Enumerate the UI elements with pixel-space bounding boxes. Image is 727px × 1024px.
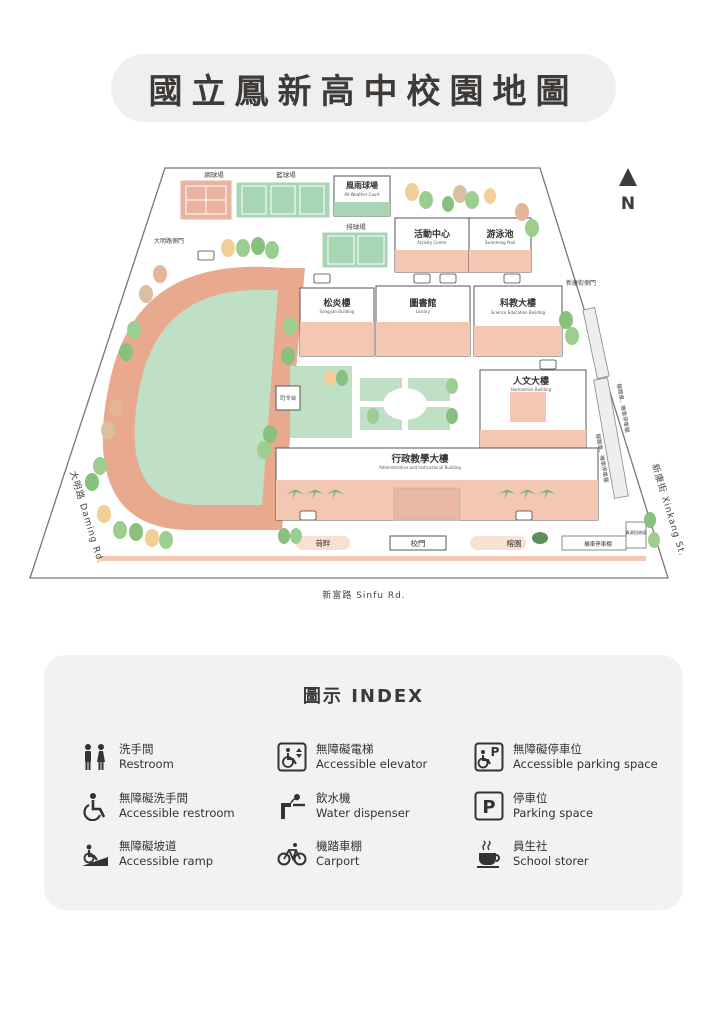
activity-center[interactable]: 活動中心 Activity Center <box>394 217 470 273</box>
tree-icons <box>85 183 660 549</box>
all-weather-court-label-en: All-Weather Court <box>344 192 380 197</box>
sinfu-road-label: 新富路 Sinfu Rd. <box>322 589 405 601</box>
svg-text:P: P <box>491 745 500 759</box>
track-field[interactable] <box>134 289 278 505</box>
legend-school-store-en: School storer <box>513 854 589 868</box>
palm-tree-icons <box>286 490 556 500</box>
legend-accessible-restroom-zh: 無障礙洗手間 <box>119 791 188 805</box>
legend-restroom-zh: 洗手間 <box>119 742 154 756</box>
legend-accessible-parking-zh: 無障礙停車位 <box>513 742 582 756</box>
science-building-label: 科教大樓 <box>500 297 536 309</box>
library[interactable]: 圖書館 Library <box>375 285 471 357</box>
compass-label: N <box>621 194 635 214</box>
pond-label: 荷畔 <box>316 538 331 548</box>
restroom-icon <box>85 744 105 770</box>
songyan-building-label-en: Songyan Building <box>320 309 355 314</box>
recycle-area-label: 資源回收區 <box>626 529 647 536</box>
swimming-pool[interactable]: 游泳池 Swimming Pool <box>468 217 532 273</box>
legend-carport-zh: 機踏車棚 <box>316 839 362 853</box>
legend-school-store-zh: 員生社 <box>513 839 548 853</box>
commanding-platform[interactable]: 司令台 <box>275 385 301 411</box>
scooter-parking[interactable]: 機車停車棚 <box>561 535 627 551</box>
humanities-building[interactable]: 人文大樓 Humanities Building <box>479 369 587 453</box>
xinkang-side-gate-label: 新康街側門 <box>566 279 596 287</box>
bike-shed-east[interactable] <box>582 307 610 379</box>
all-weather-court-label: 風雨球場 <box>346 180 378 190</box>
page-title: 國立鳳新高中校園地圖 <box>148 71 579 112</box>
humanities-building-label: 人文大樓 <box>512 375 549 387</box>
songyan-building[interactable]: 松炎樓 Songyan Building <box>299 287 375 357</box>
legend-accessible-ramp-zh: 無障礙坡道 <box>119 839 177 853</box>
volleyball-court-label: 排球場 <box>346 222 366 231</box>
tennis-court-label: 網球場 <box>204 170 224 179</box>
volleyball-court[interactable] <box>321 231 389 269</box>
campus-map[interactable]: 網球場 籃球場 風雨球場 All-Weather Court 排球場 活動中心 … <box>0 150 727 610</box>
swimming-pool-label-en: Swimming Pool <box>485 240 515 245</box>
garden[interactable] <box>470 536 526 550</box>
activity-center-label-en: Activity Center <box>417 240 447 245</box>
parking-icons <box>197 250 557 521</box>
legend-carport-en: Carport <box>316 854 360 868</box>
basketball-court-label: 籃球場 <box>276 170 296 179</box>
accessible-restroom-icon <box>83 793 106 821</box>
platform-label: 司令台 <box>280 394 297 402</box>
north-arrow-icon: N <box>619 168 637 214</box>
index-title: 圖示 INDEX <box>302 686 425 707</box>
science-building-label-en: Science Education Building <box>491 310 546 315</box>
legend-accessible-restroom-en: Accessible restroom <box>119 806 235 820</box>
songyan-building-label: 松炎樓 <box>323 297 350 309</box>
bike-shed-main[interactable] <box>593 377 629 499</box>
science-building[interactable]: 科教大樓 Science Education Building <box>473 285 563 357</box>
humanities-building-label-en: Humanities Building <box>511 387 552 392</box>
sidewalk <box>98 556 646 561</box>
library-label: 圖書館 <box>409 297 436 309</box>
library-label-en: Library <box>416 309 431 314</box>
title-banner: 國立鳳新高中校園地圖 <box>111 54 616 122</box>
svg-text:P: P <box>482 797 495 818</box>
pond[interactable] <box>296 536 350 550</box>
admin-building-label-en: Administrative and Instructional Buildin… <box>379 465 461 470</box>
parking-icon: P <box>474 791 504 821</box>
recycle-area[interactable]: 資源回收區 <box>625 521 647 549</box>
legend-parking-zh: 停車位 <box>513 791 548 805</box>
basketball-court[interactable] <box>235 181 331 219</box>
daming-side-gate-label: 大明路側門 <box>154 237 184 245</box>
legend-accessible-elevator-en: Accessible elevator <box>316 757 428 771</box>
accessible-parking-icon: P <box>474 742 504 772</box>
scooter-parking-label: 機車停車棚 <box>584 540 612 548</box>
swimming-pool-label: 游泳池 <box>486 228 513 240</box>
legend-accessible-ramp-en: Accessible ramp <box>119 854 214 868</box>
coffee-cup-icon <box>477 840 500 868</box>
activity-center-label: 活動中心 <box>414 228 450 240</box>
bicycle-icon <box>277 843 307 866</box>
accessible-elevator-icon <box>277 742 307 772</box>
legend-water-dispenser-en: Water dispenser <box>316 806 410 820</box>
garden-label: 榕園 <box>507 538 522 548</box>
admin-building[interactable]: 行政教學大樓 Administrative and Instructional … <box>275 447 599 521</box>
legend-accessible-elevator-zh: 無障礙電梯 <box>316 742 374 756</box>
main-gate-label: 校門 <box>411 538 426 548</box>
accessible-ramp-icon <box>82 844 108 866</box>
legend-restroom-en: Restroom <box>119 757 174 771</box>
main-gate[interactable]: 校門 <box>389 535 447 551</box>
legend-parking-en: Parking space <box>513 806 594 820</box>
legend-accessible-parking-en: Accessible parking space <box>513 757 658 771</box>
legend-water-dispenser-zh: 飲水機 <box>316 791 351 805</box>
admin-building-label: 行政教學大樓 <box>390 453 449 465</box>
water-dispenser-icon <box>281 794 305 819</box>
